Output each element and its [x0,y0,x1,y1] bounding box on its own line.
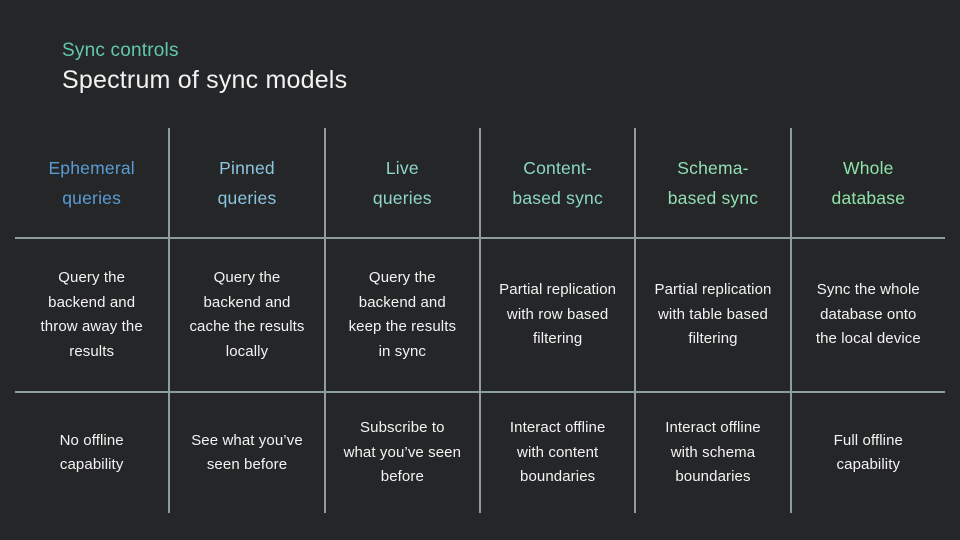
offline-cell-ephemeral-queries: No offline capability [15,393,169,513]
column-header-ephemeral-queries: Ephemeral queries [15,128,169,237]
column-header-pinned-queries: Pinned queries [170,128,324,237]
description-cell-schema-based-sync: Partial replication with table based fil… [636,239,790,391]
offline-cell-schema-based-sync: Interact offline with schema boundaries [636,393,790,513]
description-cell-pinned-queries: Query the backend and cache the results … [170,239,324,391]
sync-models-table: Ephemeral queries Pinned queries Live qu… [15,128,945,513]
column-header-whole-database: Whole database [791,128,945,237]
page-title: Spectrum of sync models [62,66,348,94]
slide-header: Sync controls Spectrum of sync models [62,38,347,96]
description-cell-live-queries: Query the backend and keep the results i… [325,239,479,391]
offline-cell-live-queries: Subscribe to what you’ve seen before [325,393,479,513]
offline-cell-whole-database: Full offline capability [791,393,945,513]
column-header-live-queries: Live queries [325,128,479,237]
slide-eyebrow: Sync controls [62,40,179,61]
description-cell-content-based-sync: Partial replication with row based filte… [480,239,635,391]
offline-cell-content-based-sync: Interact offline with content boundaries [480,393,635,513]
description-cell-ephemeral-queries: Query the backend and throw away the res… [15,239,169,391]
description-cell-whole-database: Sync the whole database onto the local d… [791,239,945,391]
column-header-content-based-sync: Content- based sync [480,128,635,237]
offline-cell-pinned-queries: See what you’ve seen before [170,393,324,513]
column-header-schema-based-sync: Schema- based sync [636,128,790,237]
